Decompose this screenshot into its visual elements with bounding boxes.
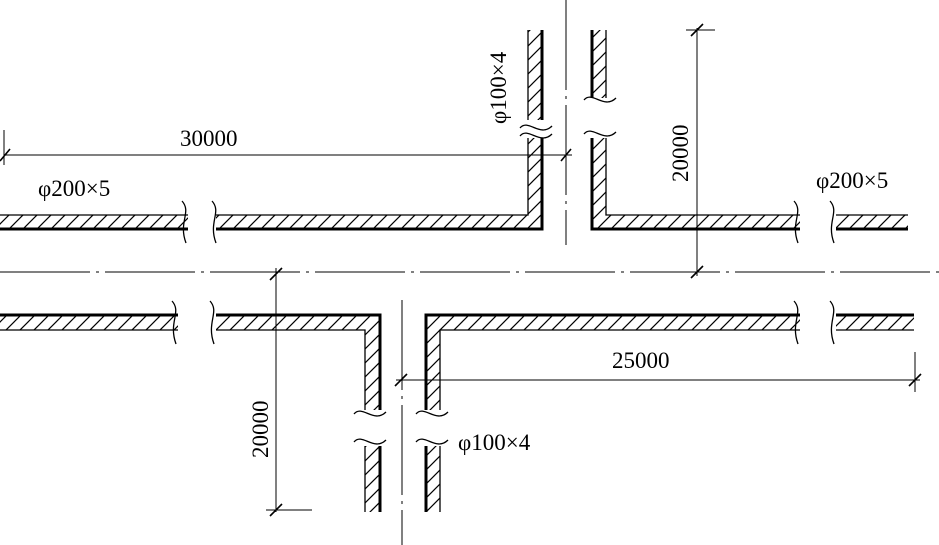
break-mark	[353, 410, 387, 417]
dim-top-vertical-label: 20000	[668, 125, 693, 183]
main-pipe-right-label: φ200×5	[816, 168, 888, 193]
dim-top-vertical	[686, 23, 715, 279]
break-mark	[353, 438, 387, 445]
dim-bottom-vertical	[266, 267, 312, 517]
break-mark	[415, 438, 449, 445]
dim-bottom-horizontal	[394, 352, 922, 392]
break-mark	[171, 300, 177, 345]
dim-top-horizontal	[0, 130, 572, 165]
top-right-pipe	[583, 30, 908, 244]
main-pipe-left-label: φ200×5	[38, 176, 110, 201]
break-mark	[793, 200, 799, 244]
bottom-right-pipe	[415, 300, 914, 512]
break-mark	[583, 130, 617, 137]
break-mark	[583, 96, 617, 103]
break-mark	[829, 300, 835, 345]
break-mark	[793, 300, 799, 345]
break-mark	[829, 200, 835, 244]
dim-bottom-vertical-label: 20000	[248, 401, 273, 459]
branch-top-label: φ100×4	[486, 51, 511, 124]
break-mark	[181, 200, 187, 244]
break-mark	[209, 300, 215, 345]
branch-bottom-label: φ100×4	[458, 430, 531, 455]
bottom-left-pipe	[0, 300, 387, 512]
dim-top-horizontal-label: 30000	[180, 126, 238, 151]
break-mark	[415, 410, 449, 417]
break-mark	[211, 200, 217, 244]
break-mark	[519, 132, 553, 139]
top-left-pipe	[0, 30, 553, 244]
break-mark	[519, 124, 553, 131]
dim-bottom-horizontal-label: 25000	[612, 348, 670, 373]
